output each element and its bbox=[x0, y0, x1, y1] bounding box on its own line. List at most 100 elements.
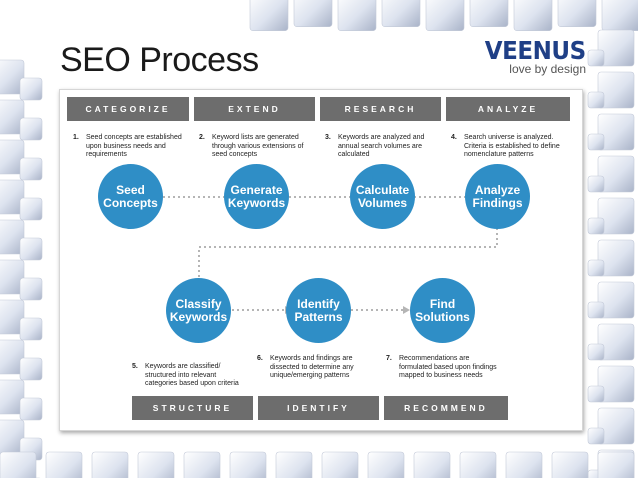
veenus-logo: VEENUS love by design bbox=[476, 36, 586, 77]
tab-research: RESEARCH bbox=[320, 97, 441, 121]
cube-tile bbox=[91, 451, 129, 478]
cube-tile bbox=[557, 0, 597, 28]
cube-tile bbox=[597, 281, 635, 319]
cube-tile bbox=[0, 179, 25, 215]
cube-tile bbox=[0, 139, 25, 175]
step-2-text: Keyword lists are generated through vari… bbox=[212, 134, 304, 159]
arrowhead-6-7 bbox=[403, 306, 410, 314]
cube-tile bbox=[425, 0, 465, 32]
cube-tile bbox=[45, 451, 83, 478]
step-3-text: Keywords are analyzed and annual search … bbox=[338, 134, 425, 159]
tab-recommend: RECOMMEND bbox=[384, 396, 508, 420]
cube-tile bbox=[275, 451, 313, 478]
step-1-text: Seed concepts are established upon busin… bbox=[86, 134, 182, 159]
step-2-number: 2. bbox=[199, 134, 205, 141]
step-7-text: Recommendations are formulated based upo… bbox=[399, 355, 497, 380]
step-5-description: 5. Keywords are classified/ structured i… bbox=[132, 363, 250, 389]
cube-tile bbox=[597, 197, 635, 235]
cube-tile bbox=[19, 197, 43, 221]
cube-tile bbox=[597, 29, 635, 67]
step-7-number: 7. bbox=[386, 355, 392, 362]
step-1-number: 1. bbox=[73, 134, 79, 141]
node-generate-keywords: Generate Keywords bbox=[224, 164, 289, 229]
cube-tile bbox=[597, 239, 635, 277]
cube-tile bbox=[19, 397, 43, 421]
cube-tile bbox=[249, 0, 289, 32]
cube-tile bbox=[19, 317, 43, 341]
tab-structure: STRUCTURE bbox=[132, 396, 253, 420]
cube-tile bbox=[597, 365, 635, 403]
step-2-description: 2. Keyword lists are generated through v… bbox=[199, 134, 316, 160]
logo-wordmark: VEENUS bbox=[485, 36, 586, 65]
cube-tile bbox=[587, 175, 605, 193]
step-3-description: 3. Keywords are analyzed and annual sear… bbox=[325, 134, 442, 160]
dotted-connectors bbox=[163, 196, 498, 314]
cube-tile bbox=[381, 0, 421, 28]
step-5-number: 5. bbox=[132, 363, 138, 370]
step-4-text: Search universe is analyzed. Criteria is… bbox=[464, 134, 560, 159]
node-calculate-volumes: Calculate Volumes bbox=[350, 164, 415, 229]
step-6-description: 6. Keywords and findings are dissected t… bbox=[257, 355, 375, 381]
cube-tile bbox=[505, 451, 543, 478]
cube-tile bbox=[597, 407, 635, 445]
connector-4-5 bbox=[198, 228, 498, 278]
cube-tile bbox=[0, 219, 25, 255]
cube-tile bbox=[601, 0, 638, 32]
cube-tile bbox=[597, 71, 635, 109]
cube-tile bbox=[587, 217, 605, 235]
cube-tile bbox=[183, 451, 221, 478]
slide-title: SEO Process bbox=[60, 41, 259, 79]
cube-tile bbox=[587, 343, 605, 361]
node-analyze-findings: Analyze Findings bbox=[465, 164, 530, 229]
cube-tile bbox=[19, 77, 43, 101]
cube-tile bbox=[597, 451, 635, 478]
cube-tile bbox=[0, 379, 25, 415]
node-classify-keywords: Classify Keywords bbox=[166, 278, 231, 343]
cube-tile bbox=[587, 91, 605, 109]
cube-tile bbox=[19, 117, 43, 141]
step-6-number: 6. bbox=[257, 355, 263, 362]
step-1-description: 1. Seed concepts are established upon bu… bbox=[73, 134, 188, 160]
cube-tile bbox=[587, 259, 605, 277]
tab-categorize: CATEGORIZE bbox=[67, 97, 189, 121]
cube-tile bbox=[321, 451, 359, 478]
process-diagram: CATEGORIZE EXTEND RESEARCH ANALYZE 1. Se… bbox=[59, 89, 583, 431]
node-identify-patterns: Identify Patterns bbox=[286, 278, 351, 343]
step-4-description: 4. Search universe is analyzed. Criteria… bbox=[451, 134, 573, 160]
cube-tile bbox=[0, 339, 25, 375]
cube-tile bbox=[367, 451, 405, 478]
cube-tile bbox=[229, 451, 267, 478]
step-3-number: 3. bbox=[325, 134, 331, 141]
step-5-text: Keywords are classified/ structured into… bbox=[145, 363, 239, 388]
cube-tile bbox=[19, 357, 43, 381]
cube-tile bbox=[587, 427, 605, 445]
tab-identify: IDENTIFY bbox=[258, 396, 379, 420]
step-4-number: 4. bbox=[451, 134, 457, 141]
cube-tile bbox=[0, 259, 25, 295]
cube-tile bbox=[19, 157, 43, 181]
cube-tile bbox=[469, 0, 509, 28]
cube-tile bbox=[587, 133, 605, 151]
cube-tile bbox=[587, 49, 605, 67]
cube-tile bbox=[137, 451, 175, 478]
node-find-solutions: Find Solutions bbox=[410, 278, 475, 343]
tab-analyze: ANALYZE bbox=[446, 97, 570, 121]
cube-tile bbox=[587, 385, 605, 403]
node-seed-concepts: Seed Concepts bbox=[98, 164, 163, 229]
cube-tile bbox=[337, 0, 377, 32]
cube-tile bbox=[0, 299, 25, 335]
cube-tile bbox=[0, 59, 25, 95]
cube-tile bbox=[413, 451, 451, 478]
cube-tile bbox=[551, 451, 589, 478]
cube-tile bbox=[459, 451, 497, 478]
cube-tile bbox=[513, 0, 553, 32]
cube-tile bbox=[19, 237, 43, 261]
cube-tile bbox=[597, 323, 635, 361]
step-6-text: Keywords and findings are dissected to d… bbox=[270, 355, 354, 380]
cube-tile bbox=[293, 0, 333, 28]
cube-tile bbox=[0, 99, 25, 135]
cube-tile bbox=[0, 451, 37, 478]
tab-extend: EXTEND bbox=[194, 97, 315, 121]
cube-tile bbox=[597, 113, 635, 151]
